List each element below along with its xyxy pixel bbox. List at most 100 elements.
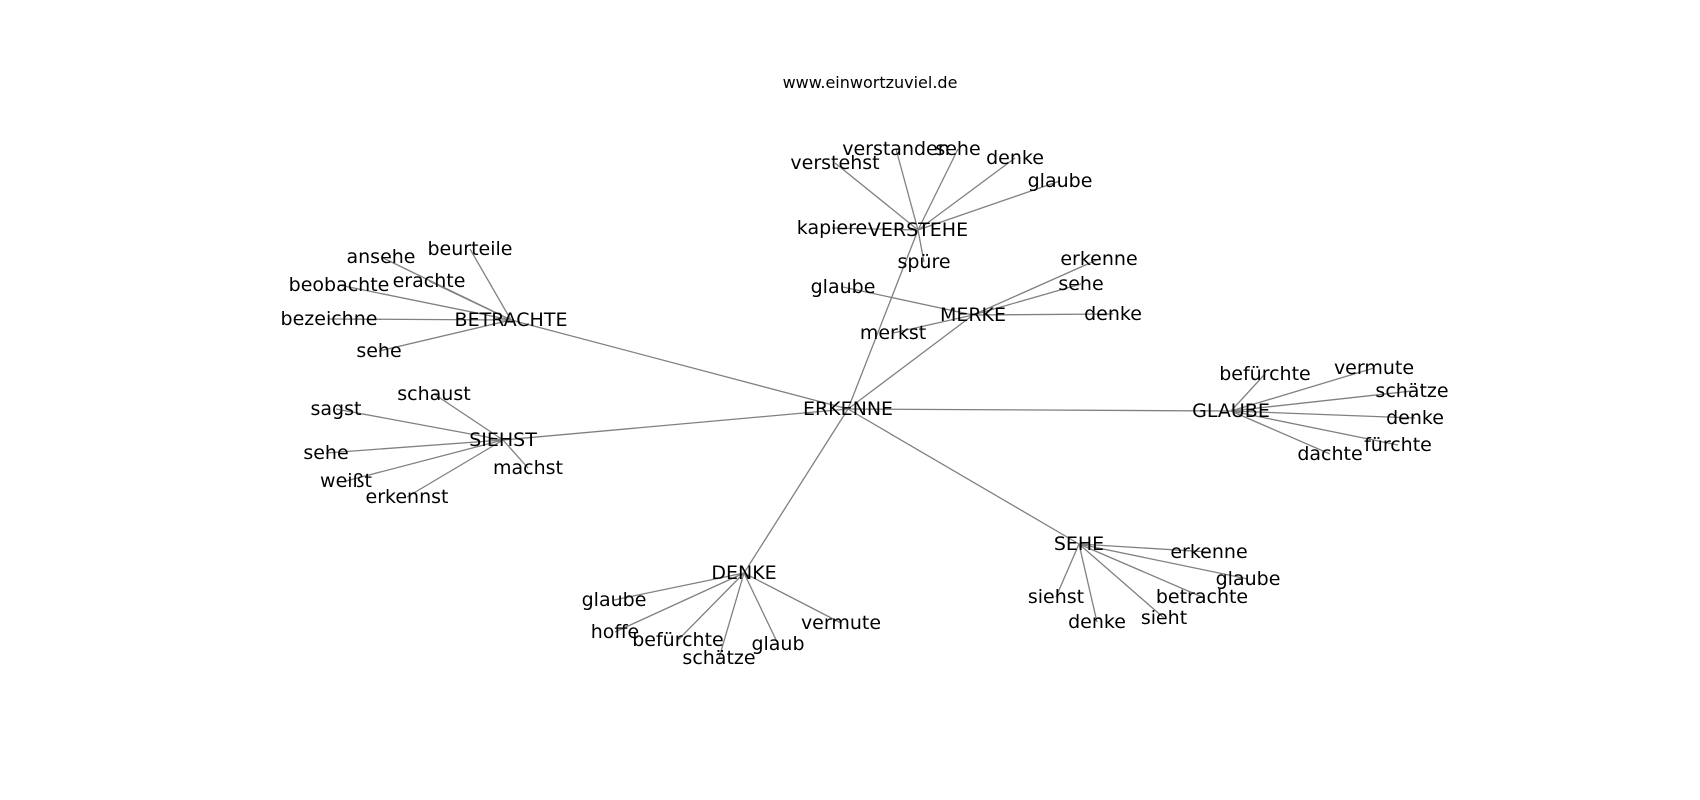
edge-denke-glaub <box>743 572 779 645</box>
node-label-dachte: dachte <box>1297 443 1362 465</box>
node-label-denke: denke <box>1386 407 1444 429</box>
edge-erkenne-sehe <box>847 408 1080 545</box>
edge-siehst-machst <box>502 439 529 469</box>
edge-denke-befuerchte <box>677 572 745 641</box>
edge-denke-vermute <box>743 572 842 624</box>
edge-erkenne-siehst <box>502 408 849 441</box>
node-label-denke: DENKE <box>711 562 776 584</box>
edge-glaube-schaetze <box>1230 390 1413 412</box>
node-label-kapiere: kapiere <box>797 217 867 239</box>
edge-siehst-weisst <box>345 439 504 482</box>
edge-glaube-vermute <box>1230 367 1375 412</box>
site-url: www.einwortzuviel.de <box>783 73 958 92</box>
edge-sehe-siehst <box>1055 543 1080 598</box>
edge-glaube-dachte <box>1230 410 1331 455</box>
edge-merke-merkst <box>892 314 974 334</box>
node-label-schaetze: schätze <box>682 647 755 669</box>
node-label-beobachte: beobachte <box>289 274 390 296</box>
node-label-glaube: GLAUBE <box>1192 400 1270 422</box>
edge-erkenne-verstehe <box>847 229 919 410</box>
edge-glaube-denke <box>1230 410 1416 419</box>
node-label-beurteile: beurteile <box>428 238 513 260</box>
edge-betrachte-erachte <box>428 280 512 321</box>
node-label-vermute: vermute <box>801 612 881 634</box>
node-label-schaust: schaust <box>397 383 470 405</box>
node-label-fuerchte: fürchte <box>1364 434 1432 456</box>
edge-verstehe-sehe <box>917 148 959 231</box>
edge-verstehe-denke <box>917 157 1016 231</box>
edge-erkenne-glaube <box>847 408 1232 412</box>
node-label-spuere: spüre <box>897 251 950 273</box>
edge-erkenne-denke <box>743 408 849 574</box>
node-label-verstanden: verstanden <box>842 138 950 160</box>
node-label-sehe: sehe <box>1058 273 1103 295</box>
node-label-betrachte: BETRACHTE <box>455 309 568 331</box>
node-label-sehe: sehe <box>303 442 348 464</box>
edge-verstehe-glaube <box>917 180 1061 231</box>
edge-sehe-denke <box>1078 543 1098 623</box>
edge-merke-sehe <box>972 283 1082 316</box>
edge-merke-denke <box>972 313 1114 316</box>
node-label-glaub: glaub <box>751 633 804 655</box>
edge-betrachte-bezeichne <box>328 318 512 321</box>
node-label-erachte: erachte <box>393 270 466 292</box>
edge-sehe-glaube <box>1078 543 1249 580</box>
node-label-erkenne: erkenne <box>1060 248 1137 270</box>
node-label-verstehe: VERSTEHE <box>868 219 968 241</box>
node-label-machst: machst <box>493 457 563 479</box>
edge-verstehe-kapiere <box>831 227 919 231</box>
edge-siehst-schaust <box>433 393 504 441</box>
edge-glaube-befuerchte <box>1230 373 1266 412</box>
node-label-denke: denke <box>986 147 1044 169</box>
edge-verstehe-verstehst <box>834 162 919 231</box>
edge-verstehe-spuere <box>917 229 925 263</box>
edge-merke-erkenne <box>972 258 1100 316</box>
edge-denke-glaube <box>613 572 745 601</box>
node-label-glaube: glaube <box>582 589 647 611</box>
edge-betrachte-sehe <box>378 319 512 352</box>
node-label-sieht: sieht <box>1141 607 1187 629</box>
node-label-hoffe: hoffe <box>591 621 639 643</box>
node-label-glaube: glaube <box>1216 568 1281 590</box>
node-label-schaetze: schätze <box>1375 380 1448 402</box>
node-label-erkenne: ERKENNE <box>803 398 893 420</box>
node-label-ansehe: ansehe <box>346 246 415 268</box>
node-label-merke: MERKE <box>940 304 1006 326</box>
edge-erkenne-merke <box>847 314 974 410</box>
node-label-merkst: merkst <box>860 322 926 344</box>
edge-siehst-sagst <box>335 408 504 441</box>
node-label-vermute: vermute <box>1334 357 1414 379</box>
edge-denke-schaetze <box>718 572 745 659</box>
node-label-glaube: glaube <box>811 276 876 298</box>
node-label-glaube: glaube <box>1028 170 1093 192</box>
edge-layer <box>325 148 1416 659</box>
edge-siehst-sehe <box>325 439 504 454</box>
edge-sehe-erkenne <box>1078 543 1210 553</box>
edge-merke-glaube <box>842 286 974 316</box>
edge-verstehe-verstanden <box>895 148 919 231</box>
node-label-verstehst: verstehst <box>790 152 879 174</box>
node-label-siehst: siehst <box>1028 586 1084 608</box>
node-label-denke: denke <box>1084 303 1142 325</box>
node-label-siehst: SIEHST <box>469 429 537 451</box>
node-label-erkennst: erkennst <box>366 486 449 508</box>
node-label-weisst: weißt <box>320 470 372 492</box>
edge-glaube-fuerchte <box>1230 410 1399 446</box>
label-layer: ERKENNE VERSTEHE MERKE BETRACHTE SIEHST GLAUB… <box>281 138 1449 669</box>
edge-siehst-erkennst <box>406 439 504 498</box>
node-label-sehe: SEHE <box>1054 533 1104 555</box>
node-label-betrachte: betrachte <box>1156 586 1248 608</box>
edge-sehe-betrachte <box>1078 543 1203 598</box>
node-label-befuerchte: befürchte <box>632 629 724 651</box>
node-label-sehe: sehe <box>356 340 401 362</box>
node-label-erkenne: erkenne <box>1170 541 1247 563</box>
edge-betrachte-beobachte <box>338 284 512 321</box>
edge-sehe-sieht <box>1078 543 1165 619</box>
edge-betrachte-beurteile <box>469 248 512 321</box>
edge-denke-hoffe <box>614 572 745 633</box>
node-label-denke: denke <box>1068 611 1126 633</box>
node-label-befuerchte: befürchte <box>1219 363 1311 385</box>
node-label-sagst: sagst <box>311 398 362 420</box>
edge-erkenne-betrachte <box>510 319 849 410</box>
